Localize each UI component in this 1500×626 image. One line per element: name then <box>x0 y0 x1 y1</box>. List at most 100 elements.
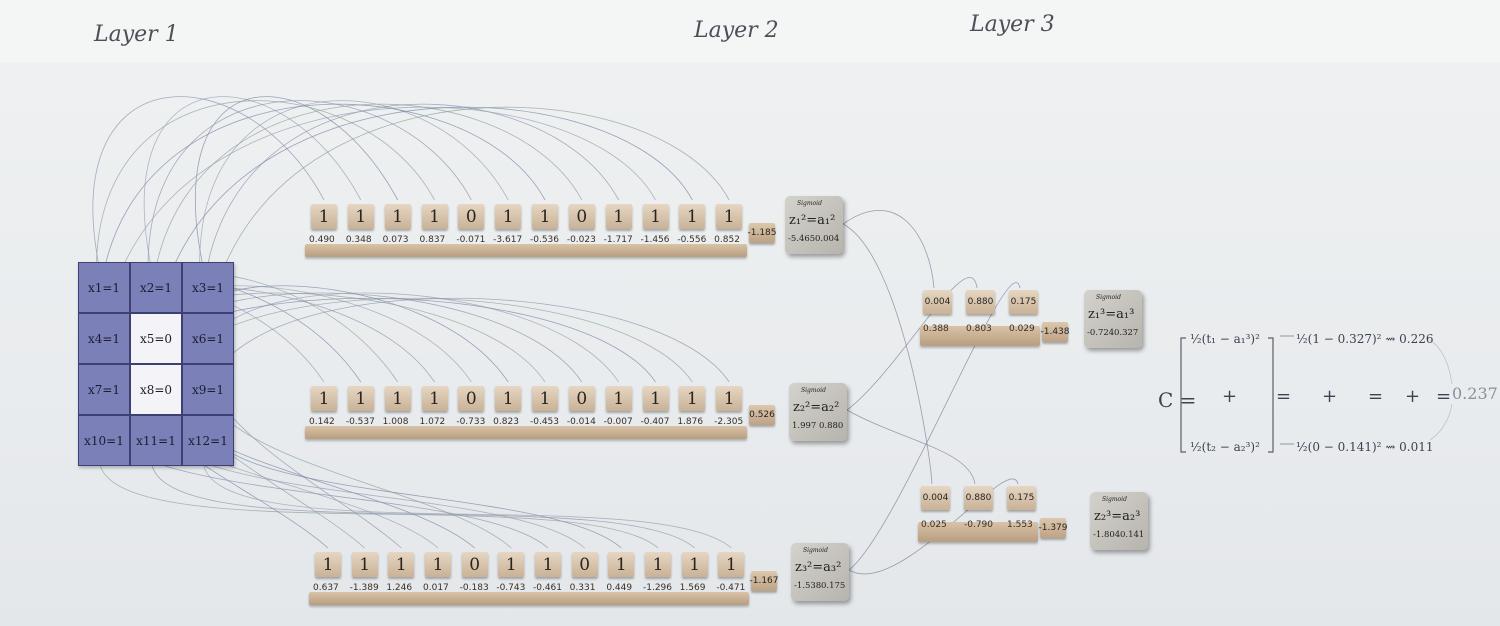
weight-value: 0.388 <box>923 324 949 334</box>
input-block: 0 <box>568 386 595 411</box>
weight-value: 1.569 <box>679 583 706 593</box>
cost-equals-2: = <box>1368 386 1384 407</box>
input-cell-4: x4=1 <box>78 313 130 364</box>
input-block: 0 <box>458 386 485 411</box>
cube-symbols: z₁³=a₁³ <box>1088 307 1135 322</box>
weight-value: -0.556 <box>677 235 707 245</box>
wire <box>846 277 978 411</box>
wire <box>195 96 399 289</box>
cost-plus-2: + <box>1322 386 1338 407</box>
wire <box>201 389 622 549</box>
input-block: 1 <box>716 386 743 411</box>
input-block: 1 <box>388 552 415 577</box>
cube-z-value: 1.997 <box>792 421 817 431</box>
input-block: 1 <box>679 386 706 411</box>
input-block: 1 <box>642 386 669 411</box>
bias-block: 0.526 <box>749 405 775 425</box>
cost-c-label: C = <box>1158 388 1197 412</box>
input-block: 1 <box>351 552 378 577</box>
weight-value: 1.553 <box>1007 520 1033 530</box>
bias-block: -1.379 <box>1039 518 1068 538</box>
input-block: 1 <box>679 204 706 229</box>
cost-expanded-2: ½(0 − 0.141)² ⇝ 0.011 <box>1296 440 1434 454</box>
input-block: 1 <box>347 386 374 411</box>
weight-value: 0.852 <box>714 235 740 245</box>
weight-stick <box>305 244 747 257</box>
weight-value: 1.876 <box>677 417 704 427</box>
wire <box>1429 403 1453 441</box>
weight-stick <box>918 522 1038 542</box>
input-cell-10: x10=1 <box>78 415 130 466</box>
wire <box>203 440 732 549</box>
sigmoid-label: Sigmoid <box>801 387 826 394</box>
sigmoid-label: Sigmoid <box>797 200 822 207</box>
cube-z-value: -1.804 <box>1093 530 1121 540</box>
weight-value: -1.456 <box>640 235 670 245</box>
wire <box>842 223 933 485</box>
wire <box>96 100 435 340</box>
cube-symbols: z₃²=a₃² <box>795 560 842 575</box>
weight-value: -0.453 <box>530 417 560 427</box>
layer-3-heading: Layer 3 <box>970 12 1055 37</box>
input-block: 1 <box>384 386 411 411</box>
activation-input-block: 0.004 <box>923 290 952 314</box>
weight-value: 0.331 <box>569 583 596 593</box>
input-block: 1 <box>421 386 448 411</box>
input-block: 0 <box>571 552 598 577</box>
cube-a-value: 0.141 <box>1120 530 1145 540</box>
weight-value: -0.071 <box>456 235 486 245</box>
sigmoid-label: Sigmoid <box>1096 294 1121 301</box>
weight-value: 0.029 <box>1009 324 1035 334</box>
cost-total: 0.237 <box>1452 384 1498 403</box>
wire <box>1429 339 1453 385</box>
input-block: 1 <box>495 204 522 229</box>
input-block: 1 <box>425 552 451 577</box>
input-cell-3: x3=1 <box>182 262 234 313</box>
input-block: 1 <box>681 552 708 577</box>
input-cell-9: x9=1 <box>182 364 234 415</box>
input-block: 0 <box>461 552 488 577</box>
paper-top-strip <box>0 0 1500 62</box>
weight-stick <box>305 426 747 439</box>
wire <box>143 96 362 289</box>
weight-value: -0.461 <box>533 583 563 593</box>
weight-stick <box>920 326 1040 346</box>
cube-z-value: -0.724 <box>1087 328 1115 338</box>
weight-value: -0.536 <box>530 235 560 245</box>
cost-plus-1: + <box>1222 386 1238 407</box>
weight-value: 0.017 <box>423 583 449 593</box>
input-cell-5: x5=0 <box>130 313 182 364</box>
wire <box>848 282 1021 571</box>
weight-value: 1.246 <box>386 583 413 593</box>
weight-value: 0.803 <box>966 324 992 334</box>
weight-value: -0.743 <box>496 583 526 593</box>
sigmoid-label: Sigmoid <box>1102 496 1127 503</box>
cube-z-value: -1.538 <box>794 581 822 591</box>
weight-value: -1.717 <box>603 235 633 245</box>
input-cell-2: x2=1 <box>130 262 182 313</box>
cost-plus-3: + <box>1405 386 1421 407</box>
input-block: 0 <box>458 204 485 229</box>
cost-term-1: ½(t₁ − a₁³)² <box>1190 332 1260 346</box>
input-block: 1 <box>608 552 635 577</box>
input-block: 1 <box>532 204 558 229</box>
cost-expanded-1: ½(1 − 0.327)² ⇝ 0.226 <box>1296 332 1434 346</box>
weight-value: 0.637 <box>313 583 339 593</box>
weight-value: -0.023 <box>566 235 596 245</box>
wire <box>199 100 509 340</box>
input-cell-12: x12=1 <box>182 415 234 466</box>
wire <box>199 338 512 549</box>
wire <box>151 440 695 549</box>
weight-value: 0.025 <box>921 520 947 530</box>
bias-block: -1.167 <box>750 571 779 591</box>
weight-value: 0.837 <box>419 235 446 245</box>
weight-value: -1.296 <box>643 583 673 593</box>
weight-value: -0.183 <box>459 583 489 593</box>
cube-symbols: z₁²=a₁² <box>789 213 836 228</box>
